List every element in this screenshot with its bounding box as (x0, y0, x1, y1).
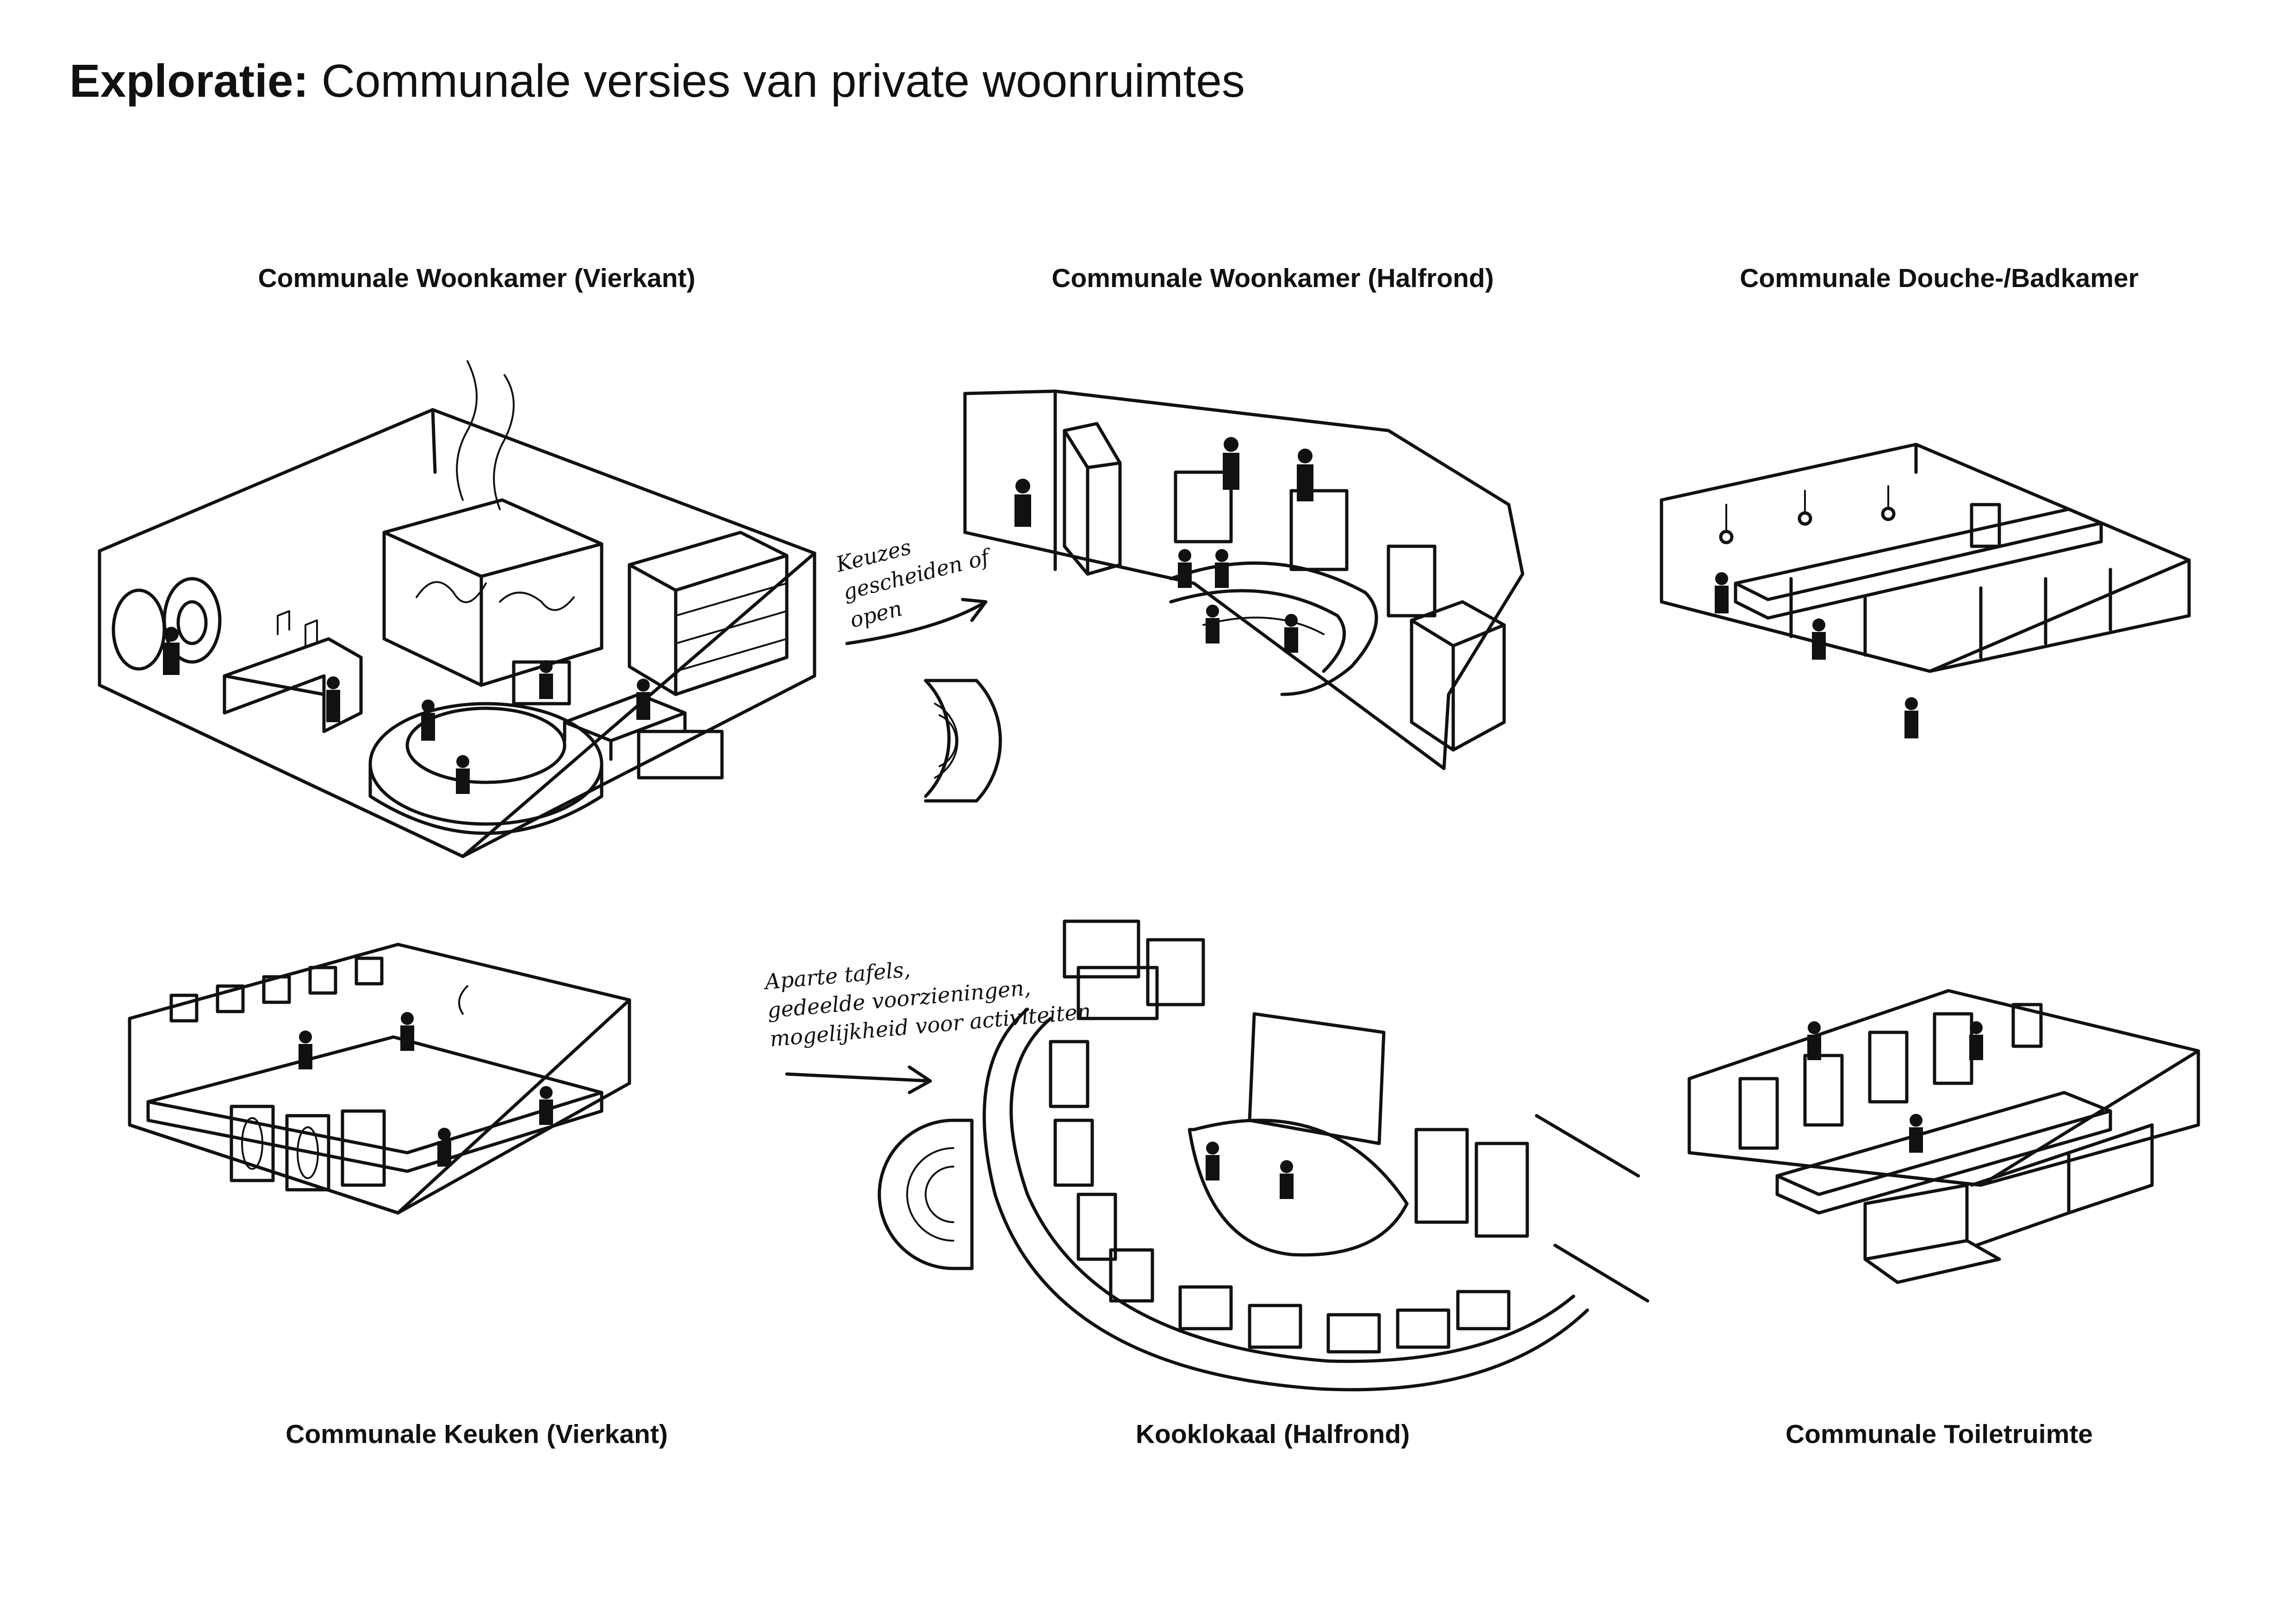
page-title-bold: Exploratie: (69, 55, 309, 107)
page-title: Exploratie: Communale versies van privat… (69, 56, 1245, 106)
sketch-woonkamer-halfrond (963, 389, 1524, 770)
caption-toiletruimte: Communale Toiletruimte (1785, 1419, 2093, 1449)
sketch-keuken-vierkant (128, 943, 631, 1215)
arrow-bottom (785, 1065, 932, 1094)
sketch-kooklokaal-halfrond (983, 919, 1649, 1392)
arrow-top (845, 598, 988, 645)
sketch-woonkamer-vierkant (98, 360, 816, 858)
page-title-rest: Communale versies van private woonruimte… (308, 55, 1245, 107)
caption-keuken-vierkant: Communale Keuken (Vierkant) (286, 1419, 668, 1449)
caption-woonkamer-halfrond: Communale Woonkamer (Halfrond) (1052, 263, 1494, 293)
caption-kooklokaal-halfrond: Kooklokaal (Halfrond) (1135, 1419, 1410, 1449)
plan-halfrond-bottom (877, 1118, 974, 1270)
caption-douche-badkamer: Communale Douche-/Badkamer (1740, 263, 2139, 293)
sketch-toiletruimte (1687, 989, 2200, 1284)
plan-halfrond-top (924, 679, 1002, 803)
sketch-douche-badkamer (1660, 443, 2191, 738)
caption-woonkamer-vierkant: Communale Woonkamer (Vierkant) (258, 263, 696, 293)
